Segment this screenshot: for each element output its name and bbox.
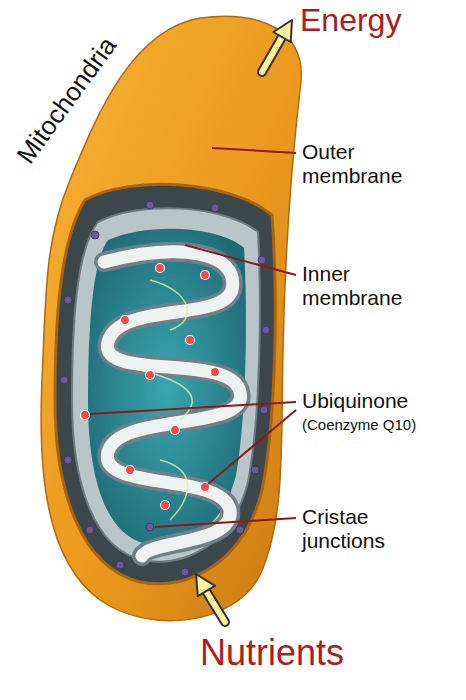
cristae-junction-dots xyxy=(60,201,270,576)
part-label: Outer membrane xyxy=(302,140,430,188)
cristae-fold-shadow xyxy=(104,252,241,556)
leader-lines xyxy=(90,148,296,527)
part-label: Cristae junctions xyxy=(302,505,430,553)
part-label: Inner membrane xyxy=(302,262,430,310)
outer-membrane-shape xyxy=(41,16,301,620)
inner-membrane-shape xyxy=(72,208,260,561)
matrix-strand xyxy=(140,280,192,520)
part-sublabel: (Coenzyme Q10) xyxy=(302,416,416,434)
nutrients-arrow xyxy=(196,574,225,622)
input-label: Nutrients xyxy=(200,632,344,673)
ubiquinone-dots xyxy=(81,264,220,510)
energy-arrow xyxy=(262,20,292,72)
output-label: Energy xyxy=(300,2,401,39)
cristae-fold xyxy=(104,252,241,556)
part-label: Ubiquinone xyxy=(302,389,408,413)
cutaway-cavity xyxy=(55,184,275,583)
